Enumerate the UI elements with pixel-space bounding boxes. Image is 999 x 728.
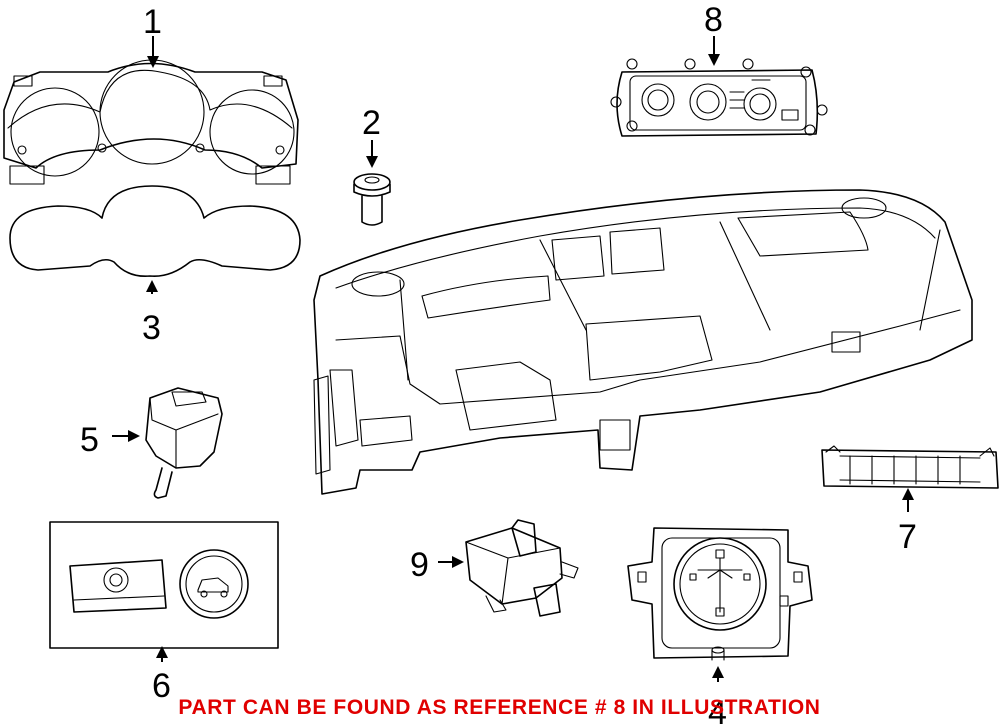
callout-6: 6: [152, 667, 171, 705]
part-4-clock: [627, 527, 813, 661]
callout-1: 1: [143, 3, 162, 41]
instrument-panel: [313, 189, 973, 495]
callout-3: 3: [142, 309, 161, 347]
callout-2: 2: [362, 104, 381, 142]
callout-8: 8: [704, 1, 723, 39]
part-5-switch: [145, 387, 223, 499]
callout-4: 4: [708, 694, 727, 728]
reference-note: PART CAN BE FOUND AS REFERENCE # 8 IN IL…: [178, 696, 821, 719]
callout-9: 9: [410, 546, 429, 584]
callout-7: 7: [898, 518, 917, 556]
part-8-climate-control: [610, 58, 828, 137]
part-2-bulb-socket: [353, 173, 391, 226]
part-3-cluster-lens: [9, 185, 301, 278]
callout-5: 5: [80, 421, 99, 459]
part-6-switch-panel: [49, 521, 279, 649]
part-9-module: [465, 519, 579, 617]
part-7-trim-strip: [821, 445, 999, 489]
part-1-instrument-cluster: [3, 59, 299, 185]
